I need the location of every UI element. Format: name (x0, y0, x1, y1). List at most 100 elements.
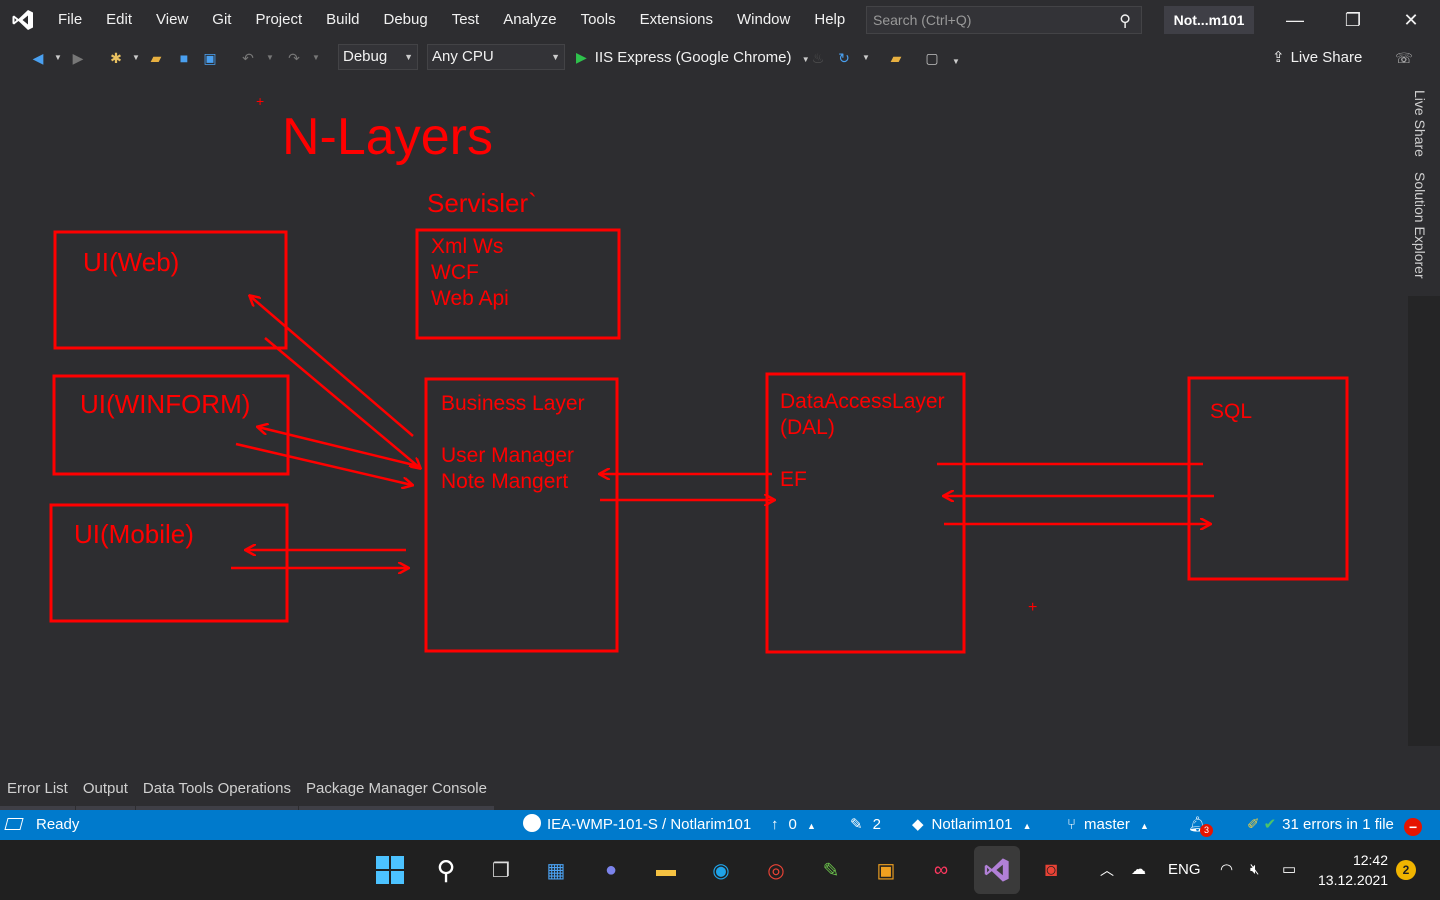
tab-error-list[interactable]: Error List (0, 776, 75, 810)
menu-project[interactable]: Project (255, 11, 303, 28)
redo-dropdown-icon[interactable]: ▼ (312, 53, 320, 62)
visual-studio-taskbar-icon[interactable] (974, 846, 1020, 894)
hot-reload-icon[interactable]: ♨ (811, 50, 825, 66)
business-layer-item: Note Mangert (441, 470, 568, 493)
widgets-icon[interactable]: ▦ (546, 859, 566, 882)
menu-edit[interactable]: Edit (106, 11, 133, 28)
tab-package-manager-console[interactable]: Package Manager Console (299, 776, 494, 810)
menu-build[interactable]: Build (326, 11, 360, 28)
chevron-down-icon: ▼ (551, 52, 560, 62)
pencil-icon: ✎ (850, 816, 863, 833)
redo-icon[interactable]: ↷ (288, 50, 300, 66)
browse-folder-icon[interactable]: ▰ (890, 50, 902, 66)
menu-analyze[interactable]: Analyze (503, 11, 557, 28)
ui-mobile-label: UI(Mobile) (74, 519, 194, 549)
undo-icon[interactable]: ↶ (242, 50, 254, 66)
back-dropdown-icon[interactable]: ▼ (54, 53, 62, 62)
refresh-dropdown-icon[interactable]: ▼ (862, 53, 870, 62)
save-icon[interactable]: ■ (179, 50, 189, 66)
push-button[interactable]: ↑0 ▲ (771, 810, 816, 840)
project-button[interactable]: ◆Notlarim101 ▲ (912, 810, 1032, 840)
remote-desktop-icon[interactable]: ▣ (876, 859, 896, 882)
menu-help[interactable]: Help (814, 11, 846, 28)
task-view-icon[interactable]: ❐ (492, 859, 510, 882)
file-explorer-icon[interactable]: ▬ (656, 858, 676, 881)
tab-output[interactable]: Output (75, 776, 135, 810)
notifications-button[interactable]: 🔔︎ 3 (1188, 810, 1213, 840)
menu-test[interactable]: Test (451, 11, 480, 28)
refresh-icon[interactable]: ↻ (838, 50, 850, 66)
side-tool-tabs: Live Share Solution Explorer (1408, 76, 1440, 746)
save-all-icon[interactable]: ▣ (203, 50, 217, 66)
new-project-dropdown-icon[interactable]: ▼ (132, 53, 140, 62)
menu-debug[interactable]: Debug (383, 11, 428, 28)
system-clock[interactable]: 12:42 13.12.2021 (1318, 850, 1388, 890)
services-heading: Servisler` (427, 188, 537, 218)
web-publish-icon[interactable]: ▢ (925, 50, 939, 66)
side-tab-live-share[interactable]: Live Share (1412, 90, 1428, 157)
minimize-button[interactable]: — (1286, 10, 1304, 30)
business-layer-title: Business Layer (441, 392, 585, 415)
battery-icon[interactable]: ▭ (1282, 861, 1297, 878)
notification-count-badge: 3 (1200, 824, 1213, 837)
arrow-up-icon: ↑ (771, 816, 779, 833)
navigate-forward-icon[interactable]: ▶ (72, 50, 84, 66)
configuration-dropdown[interactable]: Debug ▼ (338, 44, 418, 70)
onedrive-cloud-icon[interactable]: ☁ (1131, 861, 1146, 878)
platform-dropdown[interactable]: Any CPU ▼ (427, 44, 565, 70)
toolbar-overflow-icon[interactable]: ▼ (952, 57, 960, 66)
screen-capture-icon[interactable]: ◙ (1044, 858, 1058, 881)
start-debugging-button[interactable]: ▶IIS Express (Google Chrome) ▼ (576, 44, 810, 70)
paint-app-icon[interactable]: ✎ (822, 859, 840, 882)
navigate-back-icon[interactable]: ◀ (32, 50, 44, 66)
menu-extensions[interactable]: Extensions (639, 11, 713, 28)
menu-window[interactable]: Window (737, 11, 791, 28)
restore-button[interactable]: ❐ (1344, 10, 1362, 30)
search-icon: ⚲ (1119, 13, 1131, 30)
search-icon[interactable]: ⚲ (436, 854, 456, 885)
chevron-down-icon: ▼ (404, 52, 413, 62)
input-language[interactable]: ENG (1168, 861, 1201, 878)
tray-overflow-icon[interactable]: ︿ (1100, 862, 1114, 878)
solution-name-badge[interactable]: Not...m101 (1164, 6, 1254, 34)
services-box (415, 228, 621, 340)
edge-browser-icon[interactable]: ◉ (712, 859, 730, 882)
push-count: 0 (788, 816, 797, 833)
visual-studio-logo-icon[interactable] (0, 0, 46, 40)
side-scroll-area (1408, 296, 1440, 746)
ready-label: Ready (36, 816, 80, 833)
sql-label: SQL (1210, 400, 1252, 423)
undo-dropdown-icon[interactable]: ▼ (266, 53, 274, 62)
search-input[interactable]: Search (Ctrl+Q) ⚲ (866, 6, 1142, 34)
changes-button[interactable]: ✎2 (850, 810, 881, 840)
chrome-browser-icon[interactable]: ◎ (767, 859, 785, 882)
teams-chat-icon[interactable]: ● (604, 858, 618, 881)
ready-status: Ready (4, 810, 80, 840)
live-share-button[interactable]: ⇪Live Share (1272, 48, 1362, 66)
error-summary-label: 31 errors in 1 file (1282, 816, 1394, 833)
tab-data-tools-operations[interactable]: Data Tools Operations (135, 776, 299, 810)
close-button[interactable]: ✕ (1403, 10, 1419, 30)
error-icon: − (1404, 818, 1423, 836)
speaker-muted-icon[interactable]: 🔇︎ (1250, 861, 1260, 878)
oo-app-icon[interactable]: ∞ (933, 858, 949, 881)
run-target-dropdown-icon: ▼ (801, 55, 810, 64)
editor-canvas: N-Layers + Servisler` Xml Ws WCF Web Api… (0, 76, 1408, 776)
open-folder-icon[interactable]: ▰ (150, 50, 162, 66)
branch-button[interactable]: ⑂master ▲ (1067, 810, 1149, 840)
menu-view[interactable]: View (156, 11, 189, 28)
menu-git[interactable]: Git (212, 11, 232, 28)
new-project-icon[interactable]: ✱ (110, 50, 122, 66)
notification-center-badge[interactable]: 2 (1396, 860, 1416, 880)
windows-start-icon[interactable] (372, 852, 408, 888)
side-tab-solution-explorer[interactable]: Solution Explorer (1412, 172, 1428, 279)
wifi-icon[interactable]: ◠ (1220, 861, 1234, 878)
branch-icon: ⑂ (1067, 816, 1077, 833)
services-item: Xml Ws (431, 235, 503, 258)
menu-tools[interactable]: Tools (580, 11, 616, 28)
error-summary-button[interactable]: ✐✔31 errors in 1 file − (1247, 810, 1423, 840)
menu-file[interactable]: File (58, 11, 83, 28)
feedback-icon[interactable]: ☏ (1395, 50, 1413, 66)
repository-button[interactable]: IEA-WMP-101-S / Notlarim101 (523, 810, 751, 840)
